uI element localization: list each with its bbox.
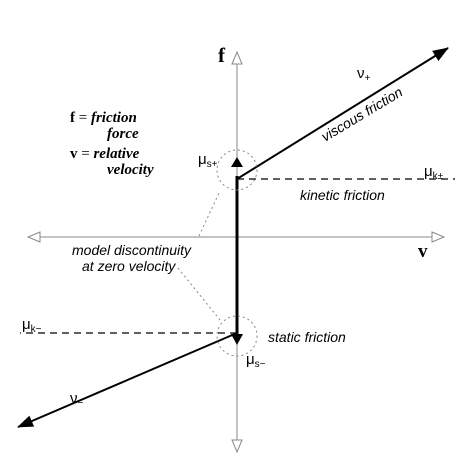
y-axis-label: f [218, 43, 226, 67]
upper-leader-line [198, 192, 220, 237]
static-friction-label: static friction [268, 329, 346, 345]
legend-f-eq: = [75, 110, 91, 126]
lower-discontinuity-circle [216, 315, 258, 357]
mu-k-plus-minus-label: μk± [424, 163, 444, 182]
static-upper-triangle [231, 157, 243, 167]
svg-text:f = friction: f = friction [70, 110, 137, 126]
legend-f-def-2: force [107, 126, 139, 142]
static-lower-triangle [231, 334, 243, 345]
legend-v: v = relative velocity [70, 146, 154, 178]
kinetic-friction-label: kinetic friction [300, 187, 385, 203]
viscous-friction-label: viscous friction [318, 83, 405, 144]
legend-f: f = friction force [70, 110, 139, 142]
legend-v-def-2: velocity [107, 162, 154, 178]
legend-v-symbol: v [70, 146, 78, 162]
legend-v-eq: = [78, 146, 94, 162]
mu-s-minus-label: μs− [246, 351, 266, 370]
discontinuity-label-line2: at zero velocity [82, 258, 176, 274]
upper-discontinuity-circle [216, 149, 258, 191]
mu-k-minus-label: μk− [22, 316, 42, 335]
nu-plus-label: ν+ [357, 65, 371, 84]
mu-s-plus-label: μs+ [198, 151, 218, 170]
viscous-negative-line [17, 332, 238, 428]
x-axis-label: v [418, 241, 428, 262]
legend-v-def-1: relative [93, 146, 139, 162]
svg-text:v = relative: v = relative [70, 146, 140, 162]
discontinuity-label-line1: model discontinuity [72, 242, 192, 258]
viscous-positive-line [236, 47, 449, 180]
legend-f-def-1: friction [91, 110, 137, 126]
lower-leader-line [177, 267, 221, 321]
legend-f-symbol: f [70, 110, 76, 126]
nu-minus-label: ν− [70, 390, 84, 409]
